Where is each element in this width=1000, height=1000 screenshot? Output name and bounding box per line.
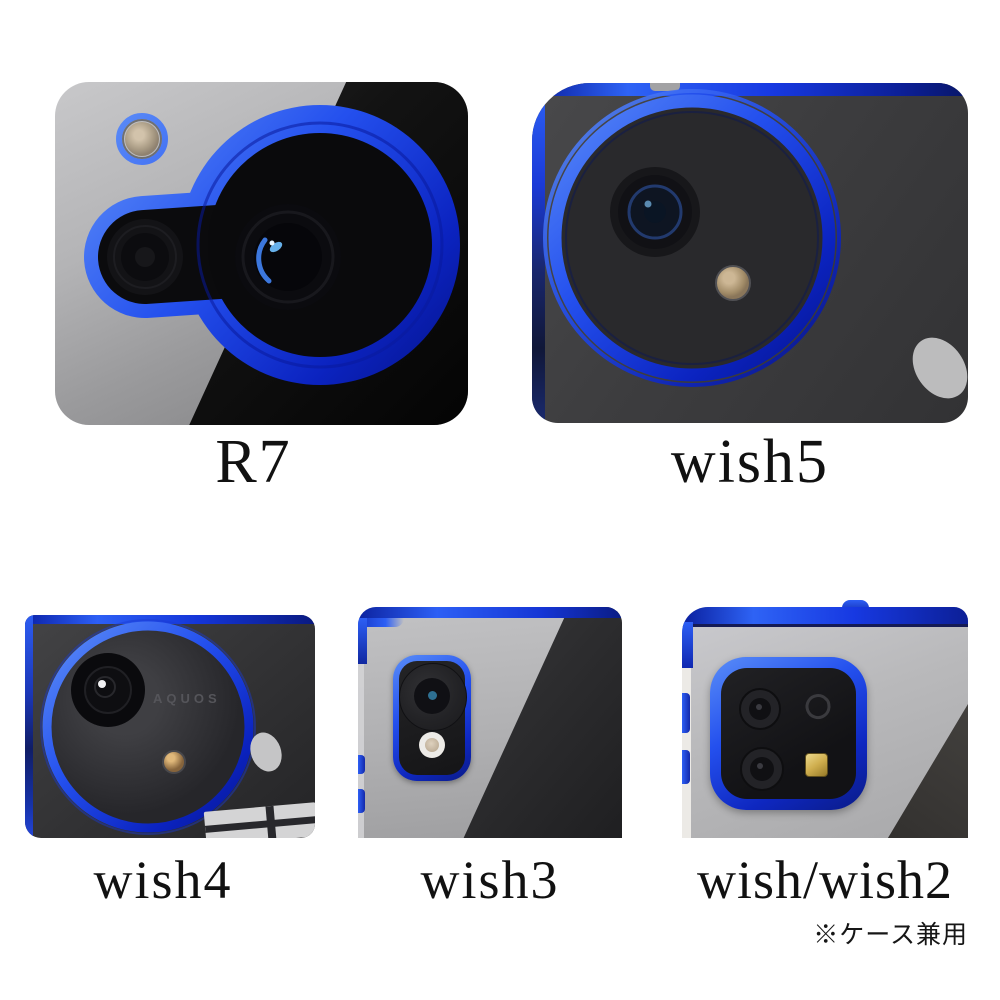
r7-photo — [55, 82, 468, 425]
wish4-photo: AQUOS — [25, 615, 315, 838]
r7-main-lens-inner — [254, 223, 322, 291]
r7-camera-graphic — [84, 105, 460, 385]
wish3-side-button-1 — [358, 755, 365, 774]
r7-flash-rim — [122, 119, 162, 159]
wish4-flash — [162, 750, 186, 774]
wish2-camera-glass — [721, 668, 856, 799]
wish5-camera-graphic — [543, 89, 968, 399]
wish5-label: wish5 — [670, 428, 830, 496]
wish3-camera-glass — [399, 661, 467, 775]
wish4-reflection-bar-vertical — [265, 805, 277, 838]
r7-label: R7 — [215, 428, 292, 496]
wish4-outer-ring-line — [40, 619, 256, 835]
wish3-blue-top-trim — [358, 607, 622, 618]
wish4-blue-left-trim — [25, 615, 33, 838]
wish5-outer-ring-line — [543, 89, 841, 387]
wish5-top-notch — [650, 83, 680, 91]
r7-main-lens-ring — [241, 210, 335, 304]
wish3-case-edge — [358, 664, 364, 838]
wish3-side-button-2 — [358, 789, 365, 813]
case-compatibility-note: ※ケース兼用 — [813, 922, 968, 949]
wish4-camera-ring — [42, 621, 254, 833]
wish4-camera-graphic — [40, 619, 282, 835]
wish3-photo — [358, 607, 622, 838]
wish2-side-button-2 — [682, 750, 690, 784]
wish2-label: wish/wish2 — [696, 850, 954, 910]
wish3-lens-glint — [428, 691, 437, 700]
r7-wide-lens-core — [135, 247, 155, 267]
wish4-reflection-bar-horizontal — [204, 816, 315, 833]
wish5-camera-ring — [548, 94, 836, 382]
wish5-flash — [715, 265, 751, 301]
wish2-lens-top-glint — [756, 704, 762, 710]
wish2-lens-bottom — [740, 747, 784, 791]
wish4-reflection-oval — [250, 732, 282, 772]
wish4-lens-glint — [98, 680, 106, 688]
wish2-lens-bottom-glint — [757, 763, 763, 769]
wish5-photo — [532, 83, 968, 423]
wish3-camera-module — [393, 655, 471, 781]
felica-mark-icon — [805, 694, 831, 720]
wish2-blue-left-trim — [682, 622, 693, 668]
wish3-flash-inner — [425, 738, 439, 752]
r7-flash — [125, 122, 159, 156]
r7-wide-lens-ring — [113, 225, 177, 289]
wish5-ring-inner-line — [565, 111, 819, 365]
wish4-lens-ring — [94, 676, 116, 698]
r7-lens-highlight-arc — [256, 237, 272, 284]
r7-lens-glint-speck — [269, 240, 275, 246]
wish5-blue-top-trim — [532, 83, 968, 96]
wish2-photo — [682, 607, 968, 838]
wish5-lens-glint — [644, 200, 652, 208]
wish4-label: wish4 — [93, 850, 233, 910]
wish4-aquos-engraving: AQUOS — [153, 691, 221, 706]
wish2-camera-module — [710, 657, 867, 810]
wish4-lens-inner — [84, 666, 132, 714]
wish2-flash — [805, 753, 828, 777]
wish4-blue-top-trim — [25, 615, 315, 624]
wish5-blue-left-trim — [532, 83, 545, 423]
r7-ring-inner-line — [196, 121, 444, 369]
wish3-blue-corner-trim — [358, 618, 404, 627]
wish3-flash — [419, 732, 445, 758]
wish2-side-button-1 — [682, 693, 690, 733]
wish3-blue-left-trim — [358, 618, 367, 664]
wish5-reflection-oval — [912, 337, 968, 399]
r7-flash-ring — [116, 113, 168, 165]
wish3-lens — [399, 663, 467, 731]
wish3-label: wish3 — [420, 850, 560, 910]
wish2-lens-bottom-inner — [750, 757, 774, 781]
wish2-lens-top — [739, 688, 781, 730]
wish2-blue-top-trim — [682, 607, 968, 627]
